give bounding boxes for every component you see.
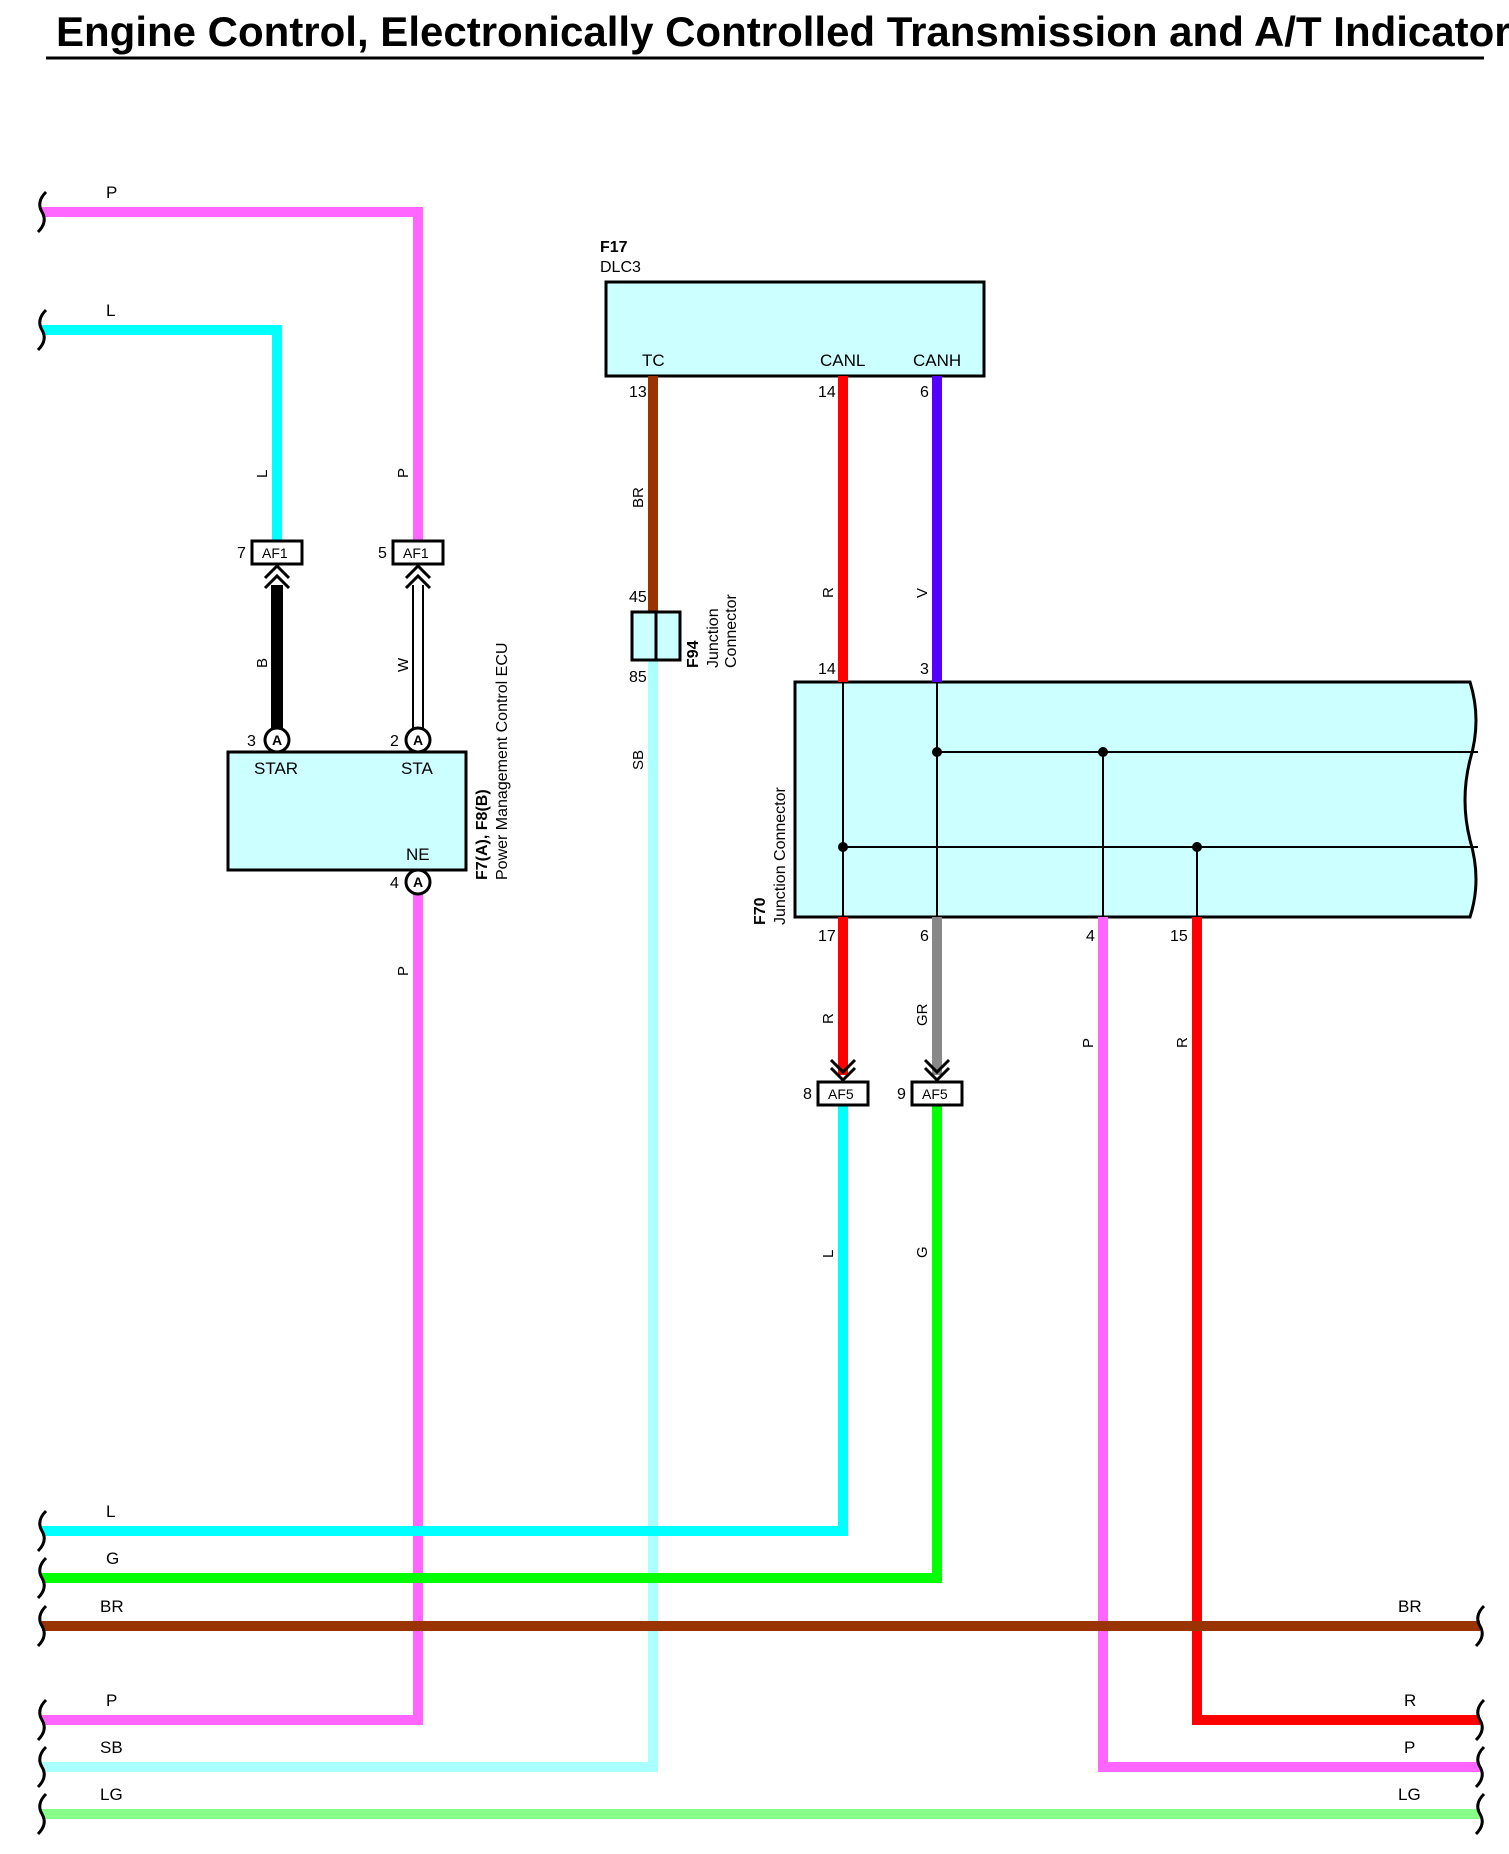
wire-label-gr-6: GR: [914, 1003, 931, 1026]
wire-label-br-tc: BR: [630, 487, 647, 508]
wire-label-sb: SB: [630, 750, 647, 770]
wire-label-p-4: P: [1080, 1038, 1097, 1048]
dlc3-pin-13: 13: [629, 384, 647, 401]
wire-label-l-af5: L: [820, 1250, 837, 1258]
f70-pin-3: 3: [920, 661, 929, 678]
f94-pin-45: 45: [629, 589, 647, 606]
af1-chevrons: [263, 563, 432, 590]
wire-g-af5: [42, 1105, 942, 1583]
af1-label-right: AF1: [403, 545, 429, 561]
ecu-name: Power Management Control ECU: [494, 643, 511, 880]
wire-label-b: B: [254, 658, 271, 668]
label-left-top-l: L: [106, 301, 115, 320]
f70-splice-dots: [838, 747, 1202, 852]
dlc3-name: DLC3: [600, 259, 641, 276]
f70-id: F70: [752, 897, 769, 925]
wire-label-r-17: R: [820, 1013, 837, 1024]
f70-pin-17: 17: [818, 928, 836, 945]
label-bus-lg-right: LG: [1398, 1785, 1421, 1804]
label-bus-br-right: BR: [1398, 1597, 1422, 1616]
label-left-top-p: P: [106, 183, 117, 202]
f70-pin-14: 14: [818, 661, 836, 678]
ecu-box: [226, 750, 468, 872]
f94-id: F94: [685, 640, 702, 668]
label-bus-r-right: R: [1404, 1691, 1416, 1710]
ecu-terminal-star: STAR: [254, 759, 298, 778]
wire-label-r-15: R: [1174, 1037, 1191, 1048]
af1-pin-7: 7: [237, 545, 246, 562]
f94-pin-85: 85: [629, 669, 647, 686]
ecu-pin-2: 2: [390, 733, 399, 750]
f70-pin-4: 4: [1086, 928, 1095, 945]
dlc3-pin-14: 14: [818, 384, 836, 401]
wire-p-ne: [42, 894, 423, 1725]
wire-p-top: [42, 207, 423, 540]
af5-pin-8: 8: [803, 1086, 812, 1103]
wire-l-top: [42, 325, 282, 540]
ecu-pin-3: 3: [247, 733, 256, 750]
wire-break-marks-right: [1474, 1604, 1486, 1836]
ecu-pin-4: 4: [390, 875, 399, 892]
dlc3-pin-6: 6: [920, 384, 929, 401]
af5-pin-9: 9: [897, 1086, 906, 1103]
wire-label-l-drop: L: [254, 470, 271, 478]
af1-pin-5: 5: [378, 545, 387, 562]
af5-label-right: AF5: [922, 1086, 948, 1102]
wire-label-p-drop: P: [395, 468, 412, 478]
dlc3-terminal-tc: TC: [642, 351, 665, 370]
dlc3-box: [604, 280, 986, 378]
label-bus-p: P: [106, 1691, 117, 1710]
label-bus-br: BR: [100, 1597, 124, 1616]
wire-label-p-ne: P: [395, 966, 412, 976]
label-bus-p-right: P: [1404, 1738, 1415, 1757]
wire-label-w: W: [395, 657, 412, 672]
af5-chevrons: [829, 1058, 951, 1083]
wire-p-4: [1098, 917, 1480, 1772]
f94-name-line1: Junction: [705, 608, 722, 668]
label-bus-lg: LG: [100, 1785, 123, 1804]
page-title: Engine Control, Electronically Controlle…: [56, 8, 1509, 55]
wire-l-af5: [42, 1105, 848, 1536]
ecu-circle-a-3: A: [413, 874, 423, 890]
wire-sb: [42, 660, 658, 1772]
dlc3-terminal-canl: CANL: [820, 351, 865, 370]
wire-label-g-af5: G: [914, 1246, 931, 1258]
f70-pin-15: 15: [1170, 928, 1188, 945]
wire-label-v-canh: V: [914, 588, 931, 598]
ecu-terminal-ne: NE: [406, 845, 430, 864]
ecu-id: F7(A), F8(B): [474, 789, 491, 880]
ecu-pin-circles: [263, 726, 432, 896]
f70-internal-bus: [842, 682, 1478, 917]
f94-name-line2: Connector: [723, 594, 740, 668]
f70-name: Junction Connector: [772, 786, 789, 925]
wire-break-marks-left: [36, 190, 48, 1836]
ecu-terminal-sta: STA: [401, 759, 433, 778]
dlc3-terminal-canh: CANH: [913, 351, 961, 370]
ecu-circle-a-2: A: [413, 732, 423, 748]
label-bus-g: G: [106, 1549, 119, 1568]
f70-box: [793, 680, 1478, 919]
label-bus-sb: SB: [100, 1738, 123, 1757]
label-bus-l: L: [106, 1502, 115, 1521]
af5-label-left: AF5: [828, 1086, 854, 1102]
dlc3-id: F17: [600, 239, 628, 256]
wire-r-15: [1192, 917, 1480, 1725]
f70-pin-6: 6: [920, 928, 929, 945]
ecu-circle-a-1: A: [272, 732, 282, 748]
wire-label-r-canl: R: [820, 587, 837, 598]
af1-label-left: AF1: [262, 545, 288, 561]
